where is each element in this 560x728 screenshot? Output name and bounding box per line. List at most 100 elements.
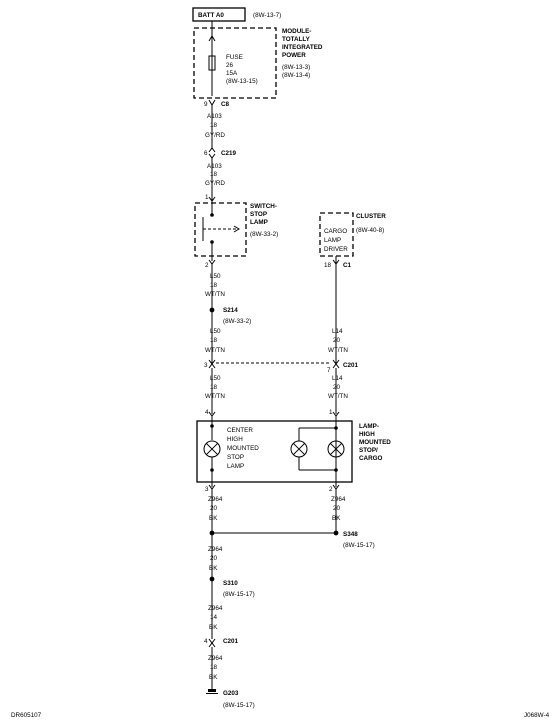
c201b-label: C201	[223, 638, 239, 645]
lamp-inner-5: LAMP	[227, 463, 244, 470]
wire8-color: BK	[209, 624, 218, 631]
s310-label: S310	[223, 580, 238, 587]
wire1-gauge: 18	[210, 122, 218, 129]
lamp-bulb-cargo-2-icon	[327, 440, 345, 458]
cluster-inner-3: DRIVER	[324, 246, 348, 253]
wire-l14b-circuit: L14	[332, 375, 343, 382]
wire9-color: BK	[209, 674, 218, 681]
wire6-color: BK	[209, 515, 218, 522]
c201a-label: C201	[343, 362, 359, 369]
fuse-ref: (8W-13-15)	[226, 78, 258, 85]
wire4-color: WT/TN	[205, 347, 225, 354]
connector-c219-top-icon	[208, 147, 216, 153]
wire6-gauge: 20	[210, 505, 218, 512]
connector-c219-bottom-icon	[208, 153, 216, 159]
wire6-circuit: Z964	[208, 496, 223, 503]
lamp-bulb-cargo-1-icon	[290, 440, 308, 458]
switch-box	[194, 202, 247, 257]
module-ref-2: (8W-13-4)	[282, 72, 310, 79]
cluster-conn: C1	[343, 262, 352, 269]
bulb-cross-b	[205, 442, 219, 456]
c219-label: C219	[221, 150, 237, 157]
wire-l14a-gauge: 20	[333, 337, 341, 344]
wire8-gauge: 14	[210, 614, 218, 621]
cluster-inner-2: LAMP	[324, 237, 341, 244]
module-title-2: TOTALLY	[282, 36, 311, 43]
c201a-pin-left: 3	[204, 362, 208, 369]
wire9-gauge: 18	[210, 664, 218, 671]
wire-l14b-gauge: 20	[333, 384, 341, 391]
lamp-box	[196, 420, 353, 483]
wire8-circuit: Z964	[208, 605, 223, 612]
module-title-3: INTEGRATED	[282, 44, 323, 51]
wire7-circuit: Z964	[208, 546, 223, 553]
module-title-4: POWER	[282, 52, 306, 59]
wire4-circuit: L50	[210, 328, 221, 335]
lamp-pin-left-top: 4	[205, 409, 209, 416]
lamp-inner-1: CENTER	[227, 427, 253, 434]
g203-label: G203	[223, 690, 239, 697]
switch-ref: (8W-33-2)	[250, 231, 278, 238]
wire5-circuit: L50	[210, 375, 221, 382]
wire9-circuit: Z964	[208, 655, 223, 662]
switch-pin-bottom: 2	[205, 262, 209, 269]
s214-label: S214	[223, 307, 238, 314]
lamp-pin-left-bottom: 3	[205, 486, 209, 493]
wire2-color: GY/RD	[205, 180, 225, 187]
wire-r-color: BK	[332, 515, 341, 522]
wire1-color: GY/RD	[205, 132, 225, 139]
wire-r-gauge: 20	[333, 505, 341, 512]
lamp-title-2: HIGH	[359, 431, 375, 438]
lamp-left-node-bottom	[210, 468, 214, 472]
wire1-circuit: A103	[207, 113, 222, 120]
switch-title-1: SWITCH-	[250, 203, 277, 210]
wire4-gauge: 18	[210, 337, 218, 344]
c8-label: C8	[221, 101, 230, 108]
wire3-gauge: 18	[210, 282, 218, 289]
junction-left	[209, 530, 215, 536]
connector-c8-icon	[208, 99, 216, 106]
g203-ref: (8W-15-17)	[223, 702, 255, 709]
c8-pin: 9	[204, 101, 208, 108]
c201b-pin: 4	[204, 638, 208, 645]
s348-ref: (8W-15-17)	[343, 542, 375, 549]
switch-contact-top	[210, 213, 214, 217]
module-box	[193, 27, 277, 99]
wire5-gauge: 18	[210, 384, 218, 391]
wire2-circuit: A103	[207, 163, 222, 170]
lamp-title-4: STOP/	[359, 447, 378, 454]
batt-label: BATT A0	[198, 12, 224, 19]
lamp-title-1: LAMP-	[359, 423, 379, 430]
wire-l14b-color: WT/TN	[328, 393, 348, 400]
arrow-up-icon	[208, 35, 216, 42]
c219-pin: 6	[204, 150, 208, 157]
footer-right-code: J068W-4	[524, 712, 550, 719]
batt-ref: (8W-13-7)	[253, 12, 281, 19]
switch-pin-top: 1	[205, 194, 209, 201]
wire-r-circuit: Z964	[331, 496, 346, 503]
c201a-pin-right: 7	[327, 367, 331, 374]
lamp-pin-right-top: 1	[329, 409, 333, 416]
wire-l14a-circuit: L14	[332, 328, 343, 335]
wire3-color: WT/TN	[205, 291, 225, 298]
s310-ref: (8W-15-17)	[223, 591, 255, 598]
s214-ref: (8W-33-2)	[223, 318, 251, 325]
fuse-rating: 15A	[226, 70, 238, 77]
wire2-gauge: 18	[210, 171, 218, 178]
wire-l14a-color: WT/TN	[328, 347, 348, 354]
lamp-pin-right-bottom: 2	[329, 486, 333, 493]
bulb2-cross-b	[329, 442, 343, 456]
connector-c201a-right-bottom-icon	[332, 363, 340, 369]
wire5-color: WT/TN	[205, 393, 225, 400]
s348-label: S348	[343, 531, 358, 538]
splice-s214	[209, 307, 215, 313]
footer-left-code: DR605107	[11, 712, 42, 719]
cluster-ref: (8W-40-8)	[356, 227, 384, 234]
module-title-1: MODULE-	[282, 28, 311, 35]
connector-c201a-left-bottom-icon	[208, 363, 216, 369]
module-ref-1: (8W-13-3)	[282, 64, 310, 71]
splice-s348	[333, 530, 339, 536]
lamp-inner-2: HIGH	[227, 436, 243, 443]
